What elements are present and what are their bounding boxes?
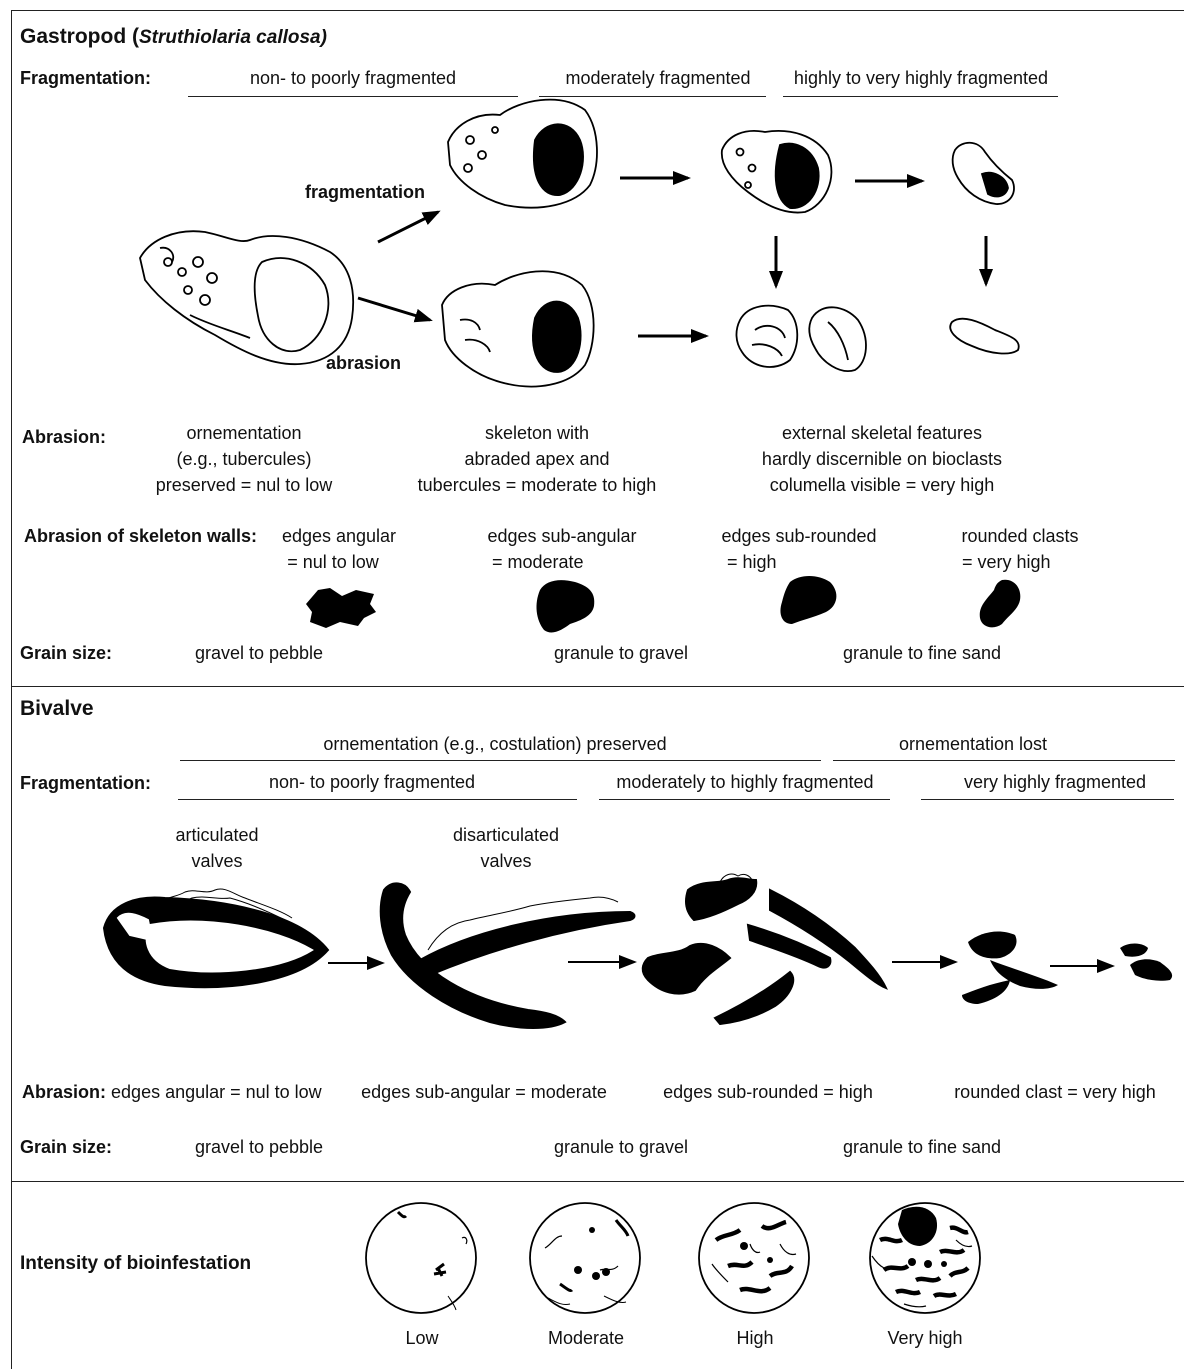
clast-sub-angular [537,580,595,632]
gastropod-abrasion-desc-1-line1: ornementation [186,422,301,444]
wall-class-3-line2: = high [727,551,777,573]
bivalve-fragmentation-label: Fragmentation: [20,772,151,794]
bioinfestation-level-low: Low [405,1327,438,1349]
wall-class-4-line1: rounded clasts [961,525,1078,547]
bivalve-abrasion-label: Abrasion: [22,1082,106,1102]
wall-class-2-line2: = moderate [492,551,584,573]
gastropod-fragmented-shell [448,100,597,208]
bivalve-abrasion-1: edges angular = nul to low [111,1082,322,1102]
clast-sub-rounded [780,576,836,624]
disarticulated-line1: disarticulated [453,824,559,846]
gastropod-abrasion-desc-2-line3: tubercules = moderate to high [418,474,657,496]
gastropod-grain-3: granule to fine sand [843,642,1001,664]
gastropod-fragmentation-label: Fragmentation: [20,67,151,89]
bivalve-ornament-lost: ornementation lost [899,733,1047,755]
bivalve-very-highly-fragmented [962,931,1172,1004]
arrow-abrasion [358,298,430,320]
bivalve-articulated [104,889,328,987]
gastropod-title-prefix: Gastropod ( [20,25,139,48]
bivalve-abrasion-4: rounded clast = very high [954,1081,1156,1103]
gastropod-abrasion-desc-2-line2: abraded apex and [464,448,609,470]
bivalve-grain-3: granule to fine sand [843,1136,1001,1158]
gastropod-frag-class-1: non- to poorly fragmented [250,67,456,89]
bivalve-frag-rule-3 [921,799,1174,800]
wall-class-3-line1: edges sub-rounded [721,525,876,547]
bivalve-grain-label: Grain size: [20,1136,112,1158]
wall-class-1-line2: = nul to low [287,551,379,573]
gastropod-frag-rule-3 [783,96,1058,97]
bioinfestation-moderate-circle [530,1203,640,1313]
arrow-fragmentation [378,212,438,242]
bivalve-frag-rule-2 [599,799,890,800]
bivalve-frag-class-3: very highly fragmented [964,771,1146,793]
gastropod-frag-rule-1 [188,96,518,97]
bivalve-grain-2: granule to gravel [554,1136,688,1158]
gastropod-abraded-shell [442,271,594,386]
gastropod-grain-1: gravel to pebble [195,642,323,664]
skeleton-walls-label: Abrasion of skeleton walls: [24,525,257,547]
bivalve-ornament-rule-2 [833,760,1175,761]
bivalve-frag-class-1: non- to poorly fragmented [269,771,475,793]
skeleton-wall-clasts [306,576,1020,632]
wall-class-2-line1: edges sub-angular [487,525,636,547]
bioinfestation-label: Intensity of bioinfestation [20,1253,251,1275]
gastropod-frag-class-2: moderately fragmented [565,67,750,89]
clast-rounded [980,580,1021,628]
gastropod-species-name: Struthiolaria callosa) [139,27,327,48]
articulated-line2: valves [191,850,242,872]
gastropod-frag-class-3: highly to very highly fragmented [794,67,1048,89]
gastropod-abrasion-desc-3-line1: external skeletal features [782,422,982,444]
gastropod-abrasion-desc-1-line2: (e.g., tubercules) [176,448,311,470]
bioinfestation-high-circle [699,1203,809,1313]
bivalve-ornament-rule-1 [180,760,821,761]
disarticulated-line2: valves [480,850,531,872]
gastropod-abrasion-desc-1-line3: preserved = nul to low [156,474,333,496]
wall-class-4-line2: = very high [962,551,1051,573]
gastropod-abrasion-desc-3-line3: columella visible = very high [770,474,995,496]
bivalve-grain-1: gravel to pebble [195,1136,323,1158]
gastropod-title: Gastropod (Struthiolaria callosa) [20,24,327,51]
bivalve-disarticulated [381,883,635,1028]
gastropod-highly-fragmented [953,143,1014,204]
bioinfestation-level-moderate: Moderate [548,1327,624,1349]
gastropod-arrow-abrasion-label: abrasion [326,352,401,374]
gastropod-whole-shell [140,231,353,364]
bivalve-abrasion-2: edges sub-angular = moderate [361,1081,607,1103]
bioinfestation-very-high-circle [870,1203,980,1313]
bioinfestation-low-circle [366,1203,476,1313]
clast-angular [306,588,376,628]
gastropod-moderately-fragmented [722,131,832,213]
bivalve-frag-class-2: moderately to highly fragmented [616,771,873,793]
gastropod-grain-2: granule to gravel [554,642,688,664]
bioinfestation-level-high: High [736,1327,773,1349]
articulated-line1: articulated [175,824,258,846]
gastropod-arrow-fragmentation-label: fragmentation [305,181,425,203]
bivalve-frag-rule-1 [178,799,577,800]
bivalve-moderately-fragmented [643,874,886,1024]
bivalve-abrasion-row: Abrasion: edges angular = nul to low [22,1081,322,1103]
gastropod-grain-label: Grain size: [20,642,112,664]
bioinfestation-level-very-high: Very high [887,1327,962,1349]
wall-class-1-line1: edges angular [282,525,396,547]
gastropod-frag-rule-2 [539,96,766,97]
gastropod-abraded-clasts [736,306,1018,371]
gastropod-abrasion-desc-2-line1: skeleton with [485,422,589,444]
gastropod-abrasion-desc-3-line2: hardly discernible on bioclasts [762,448,1002,470]
bivalve-abrasion-3: edges sub-rounded = high [663,1081,873,1103]
bivalve-ornament-preserved: ornementation (e.g., costulation) preser… [323,733,666,755]
bivalve-title: Bivalve [20,696,94,722]
gastropod-abrasion-label: Abrasion: [22,426,106,448]
